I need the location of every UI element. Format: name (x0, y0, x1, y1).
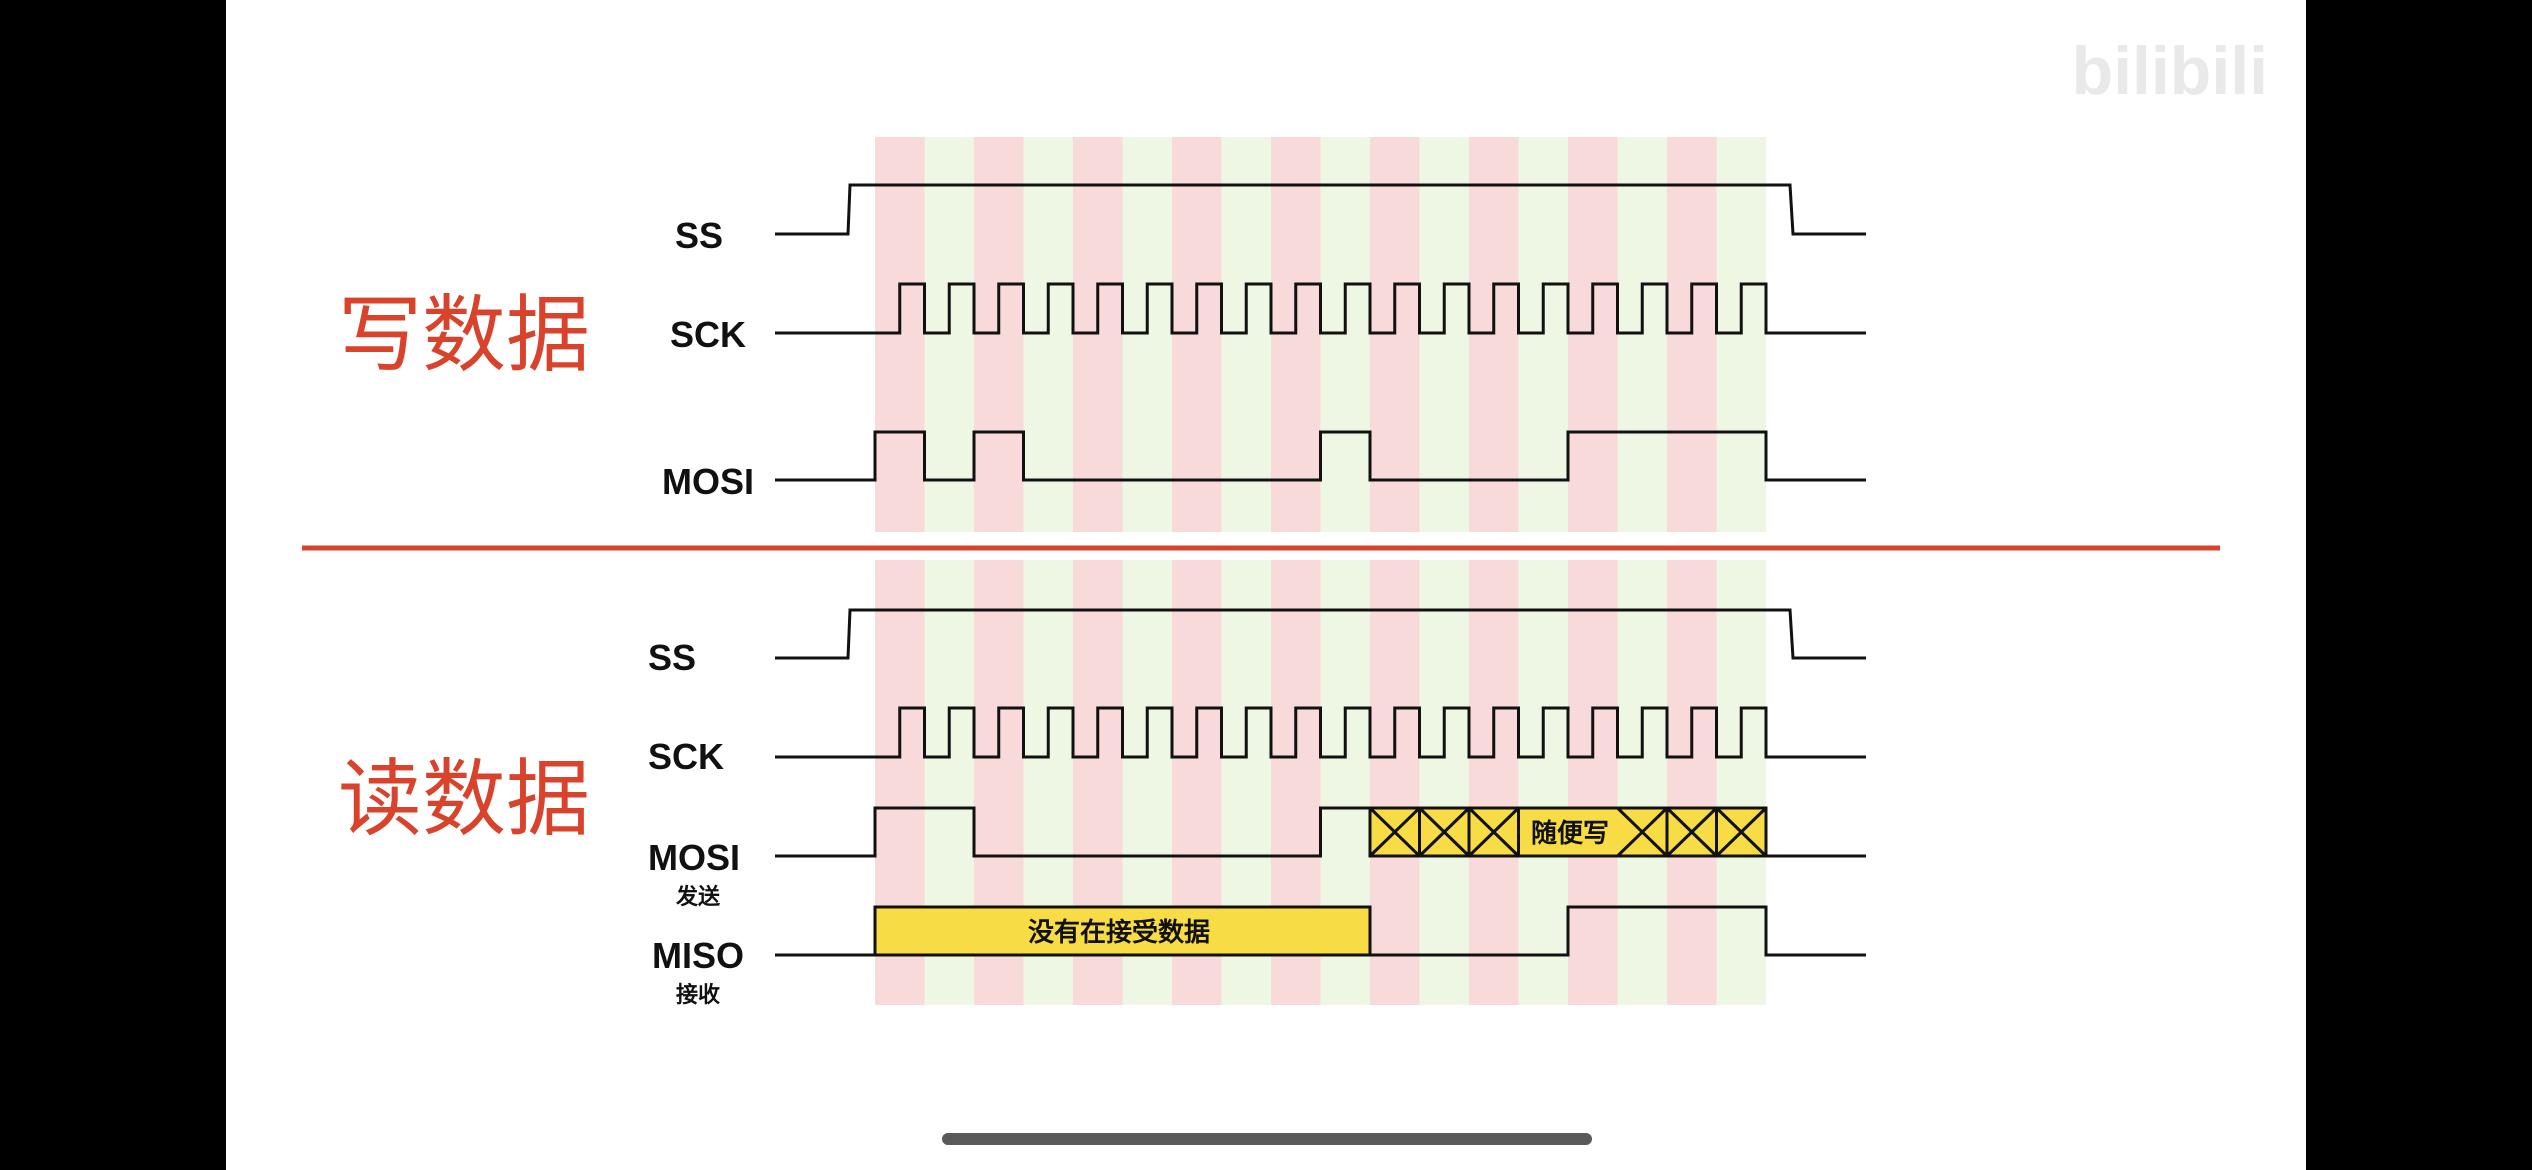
bit-stripe (1370, 560, 1420, 1005)
dont-care-cross (1418, 806, 1471, 858)
bit-stripe (1469, 560, 1519, 1005)
mosi-line-read (775, 806, 1370, 858)
bit-stripe (1518, 560, 1568, 1005)
label-mosi-read: MOSI (648, 837, 740, 878)
miso-not-receiving-text: 没有在接受数据 (1028, 917, 1210, 948)
sck-line (775, 706, 1866, 759)
ss-line (775, 608, 1866, 660)
dont-care-cross (1368, 806, 1421, 858)
mosi-line-write (775, 430, 1866, 482)
watermark-brand: bilibili (2072, 33, 2268, 109)
bit-stripe (1568, 560, 1618, 1005)
waveforms (775, 183, 1866, 957)
label-miso-read: MISO (652, 935, 744, 976)
sck-line (775, 282, 1866, 335)
bit-stripe (1419, 560, 1469, 1005)
miso-line-read (1370, 905, 1866, 957)
miso-not-receiving-box (873, 905, 1372, 957)
section-title-read: 读数据 (338, 750, 590, 848)
label-miso-sub: 接收 (676, 982, 720, 1008)
dont-care-cross (1467, 806, 1520, 858)
label-ss-write: SS (675, 215, 723, 256)
label-mosi-write: MOSI (662, 461, 754, 502)
section-title-write: 写数据 (338, 286, 590, 384)
bit-stripe (1617, 560, 1667, 1005)
home-indicator[interactable] (942, 1133, 1592, 1145)
label-sck-read: SCK (648, 736, 724, 777)
dont-care-cross (1665, 806, 1718, 858)
bit-stripe (1667, 560, 1717, 1005)
label-mosi-sub: 发送 (675, 884, 720, 910)
ss-line (775, 183, 1866, 236)
bit-stripe (1716, 560, 1766, 1005)
dont-care-cross (1616, 806, 1669, 858)
label-sck-write: SCK (670, 314, 746, 355)
mosi-dont-care-text: 随便写 (1531, 818, 1609, 849)
label-ss-read: SS (648, 637, 696, 678)
dont-care-cross (1715, 806, 1768, 858)
